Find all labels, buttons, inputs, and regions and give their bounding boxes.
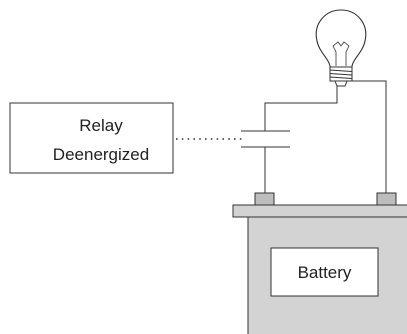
wire-contact-to-bulb [264,85,338,131]
bulb-filament [332,41,350,66]
relay-label-line1: Relay [79,116,123,135]
light-bulb-icon [315,9,367,87]
circuit-wires [264,80,387,193]
bulb-glass [315,9,367,68]
battery-terminal-left [254,192,275,207]
bulb-tip [334,80,348,87]
battery-label-box [270,247,379,297]
wire-bulb-to-battery [345,80,387,193]
relay-label-line2: Deenergized [53,145,149,164]
battery-icon: Battery [232,192,407,334]
battery-terminal-right [376,192,397,207]
relay-box-frame [9,102,174,174]
battery-label: Battery [298,263,352,282]
battery-cap [232,204,407,218]
relay-box: Relay Deenergized [9,102,174,174]
relay-contacts-icon [241,130,290,148]
